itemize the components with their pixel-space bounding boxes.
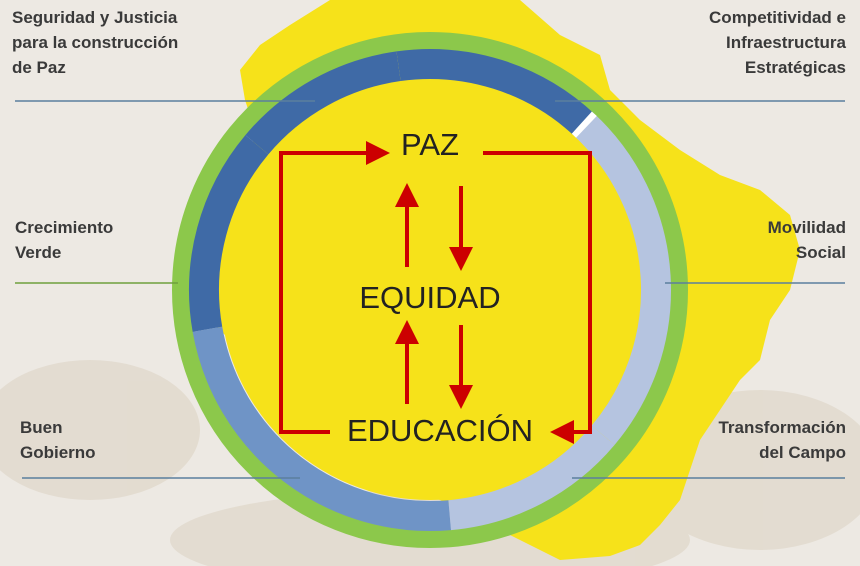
ring-segment-buen-gobierno xyxy=(192,326,451,531)
pillar-label-crecimiento: Crecimiento Verde xyxy=(15,218,114,262)
pillar-label-seguridad: Seguridad y Justicia para la construcció… xyxy=(12,8,179,77)
ring-segment-transformacion xyxy=(448,425,615,531)
ring-segment-divider xyxy=(571,111,597,138)
ring-segment-competitividad xyxy=(396,49,595,136)
core-label-educacion: EDUCACIÓN xyxy=(346,413,533,448)
pillar-pointer-lines xyxy=(15,100,845,479)
pillar-label-competitividad: Competitividad e Infraestructura Estraté… xyxy=(709,8,846,77)
cycle-arrows xyxy=(279,141,592,444)
outer-green-ring xyxy=(172,32,688,548)
inner-yellow-disc xyxy=(220,80,640,500)
outer-loop-arrow-to-paz xyxy=(279,141,390,434)
ring-segment-crecimiento xyxy=(189,135,269,332)
ring-segment-seguridad xyxy=(245,51,401,155)
outer-loop-arrow-to-educacion xyxy=(483,151,592,444)
pillar-ring xyxy=(189,49,671,531)
pillar-label-movilidad: Movilidad Social xyxy=(767,218,846,262)
core-label-equidad: EQUIDAD xyxy=(359,280,501,315)
pillar-label-transformacion: Transformación del Campo xyxy=(718,418,846,462)
pillar-label-buen-gobierno: Buen Gobierno xyxy=(20,418,96,462)
core-label-paz: PAZ xyxy=(401,127,459,162)
ring-segment-movilidad xyxy=(573,113,671,445)
